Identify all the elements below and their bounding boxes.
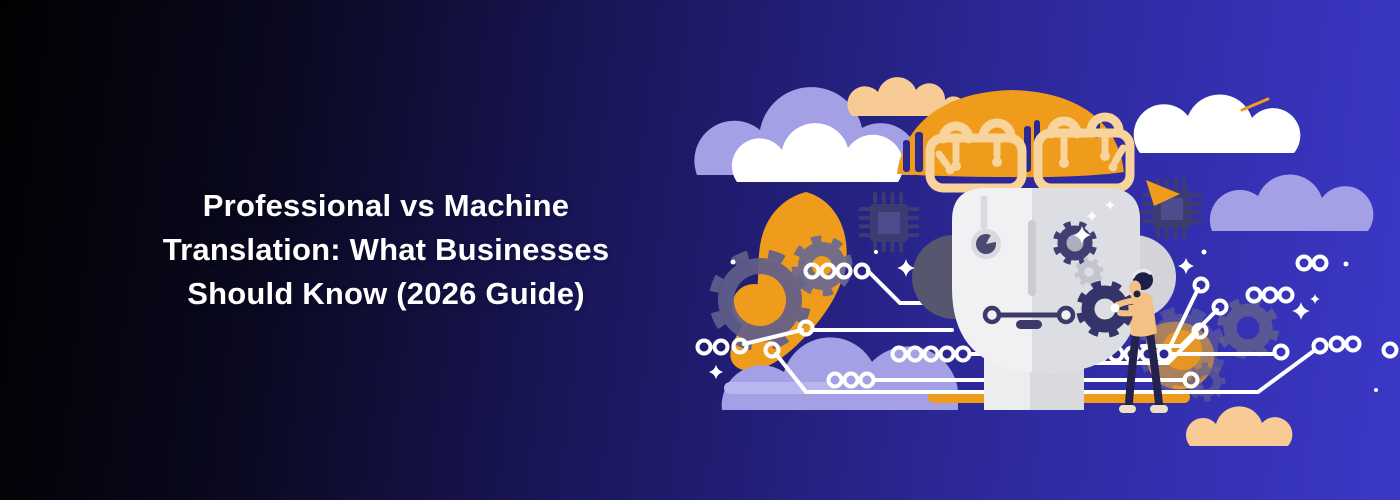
person-beard [1133, 290, 1141, 298]
cloud-white-right [1133, 94, 1301, 153]
left-eye [971, 229, 1001, 259]
cloud-peach-top [847, 77, 966, 116]
page-title: Professional vs Machine Translation: Wha… [96, 0, 676, 500]
brain-icon [925, 112, 1135, 193]
cloud-peach-bottom [1185, 406, 1293, 446]
gear-eye [1052, 220, 1098, 266]
cloud-white-left [731, 123, 904, 182]
gear-icon-large [709, 249, 811, 351]
cloud-lavender-right [1209, 174, 1374, 231]
robot-head [952, 188, 1140, 373]
person-arm [1114, 297, 1147, 308]
shoe [1119, 405, 1136, 413]
person-figure [1076, 268, 1168, 413]
title-line-1: Professional vs Machine [202, 188, 570, 223]
shoe [1150, 405, 1168, 413]
gear-icon-ghost-medium [1217, 297, 1279, 359]
microchip-icon-left [859, 192, 919, 253]
title-line-3: Should Know (2026 Guide) [187, 276, 585, 311]
orange-dash [1240, 97, 1270, 112]
person-arm [1117, 306, 1150, 317]
orange-blob-gear-hole [732, 284, 776, 328]
person-headband [1131, 268, 1152, 279]
robot-mouth [982, 305, 1076, 329]
person-hand [1110, 303, 1120, 313]
orange-streak [1146, 180, 1180, 206]
title-line-2: Translation: What Businesses [162, 232, 610, 267]
